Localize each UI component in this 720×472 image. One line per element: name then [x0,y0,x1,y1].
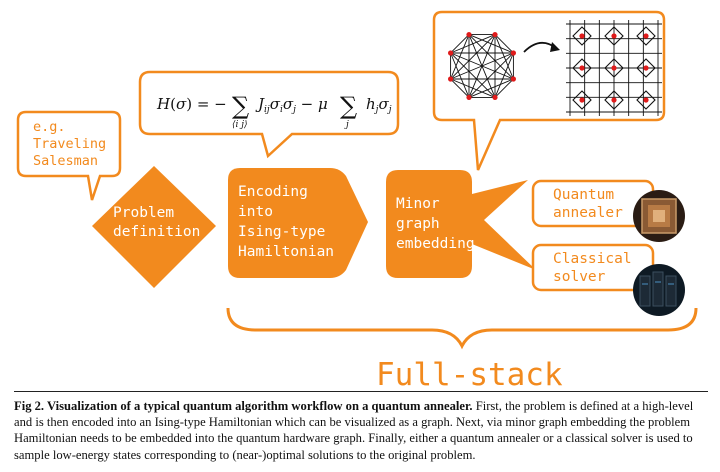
hamiltonian-bubble: H(σ) = − ∑ ⟨i j⟩ Jijσiσj − μ ∑ j hjσj [138,70,400,159]
quantum-chip-image [633,190,685,242]
step-minor-embedding: Minor graph embedding [386,170,536,278]
hardware-node [643,65,649,71]
classical-label: Classical solver [553,251,640,285]
figure-caption: Fig 2. Visualization of a typical quantu… [14,398,708,463]
sum-symbol-1: ∑ [232,92,249,120]
graph-edge [468,34,514,80]
chimera-graph [566,20,662,116]
graph-edge [468,34,496,98]
sum-index-1: ⟨i j⟩ [232,120,248,130]
unit-cell [572,26,592,46]
step-quantum-annealer: Quantum annealer [531,179,685,242]
step-encoding: Encoding into Ising-type Hamiltonian [228,168,368,278]
server-rack-image [633,264,685,316]
embedding-shape [386,170,536,278]
embedding-label: Minor graph embedding [396,196,475,252]
example-bubble-shape [16,110,122,201]
graph-node [447,50,454,56]
unit-cell [604,58,624,78]
graph-bubble-shape [432,10,666,171]
embedding-arrowhead-icon [550,42,560,52]
unit-cell [572,90,592,110]
unit-cell [636,26,656,46]
encoding-shape [228,168,368,278]
example-bubble-text: e.g. Traveling Salesman [33,119,114,169]
hardware-node [643,97,649,103]
hardware-node [643,33,649,39]
graph-node [492,94,498,101]
hardware-node [611,65,617,71]
problem-diamond-shape [92,166,216,288]
hamiltonian-term-1: Jijσiσj − μ [255,95,328,115]
hardware-node [579,33,585,39]
full-stack-label: Full-stack [376,357,563,393]
caption-body: First, the problem is defined at a high-… [14,399,694,462]
graph-bubble [432,10,666,171]
graph-node [466,31,472,38]
hamiltonian-bubble-shape [138,70,400,159]
graph-edge [494,34,514,54]
hardware-node [579,65,585,71]
hardware-node [611,97,617,103]
graph-edge [468,34,514,54]
hardware-node [611,33,617,39]
step-problem-definition: Problem definition [92,166,216,288]
problem-label: Problem definition [113,205,200,240]
caption-rule [14,391,708,392]
unit-cell [604,90,624,110]
step-classical-solver: Classical solver [531,243,685,316]
graph-edge [450,52,470,98]
graph-node [510,50,517,56]
graph-edge [450,78,496,98]
graph-edge [450,34,470,80]
unit-cell [572,58,592,78]
sum-index-2: j [344,120,349,130]
caption-title: Fig 2. Visualization of a typical quantu… [14,399,473,413]
graph-node [492,31,498,38]
encoding-label: Encoding into Ising-type Hamiltonian [238,184,334,260]
unit-cell [636,58,656,78]
graph-node [510,76,517,82]
graph-node [466,94,472,101]
hardware-node [579,97,585,103]
graph-edge [494,78,514,98]
complete-graph [447,31,517,101]
example-bubble: e.g. Traveling Salesman [16,110,122,201]
graph-node [447,76,454,82]
quantum-label: Quantum annealer [553,187,623,221]
sum-symbol-2: ∑ [340,92,357,120]
graph-edge [450,78,470,98]
full-stack-brace [226,307,698,350]
unit-cell [636,90,656,110]
unit-cell [604,26,624,46]
hamiltonian-formula: H(σ) = − [156,95,227,113]
graph-edge [450,34,470,54]
hamiltonian-term-2: hjσj [366,95,392,115]
